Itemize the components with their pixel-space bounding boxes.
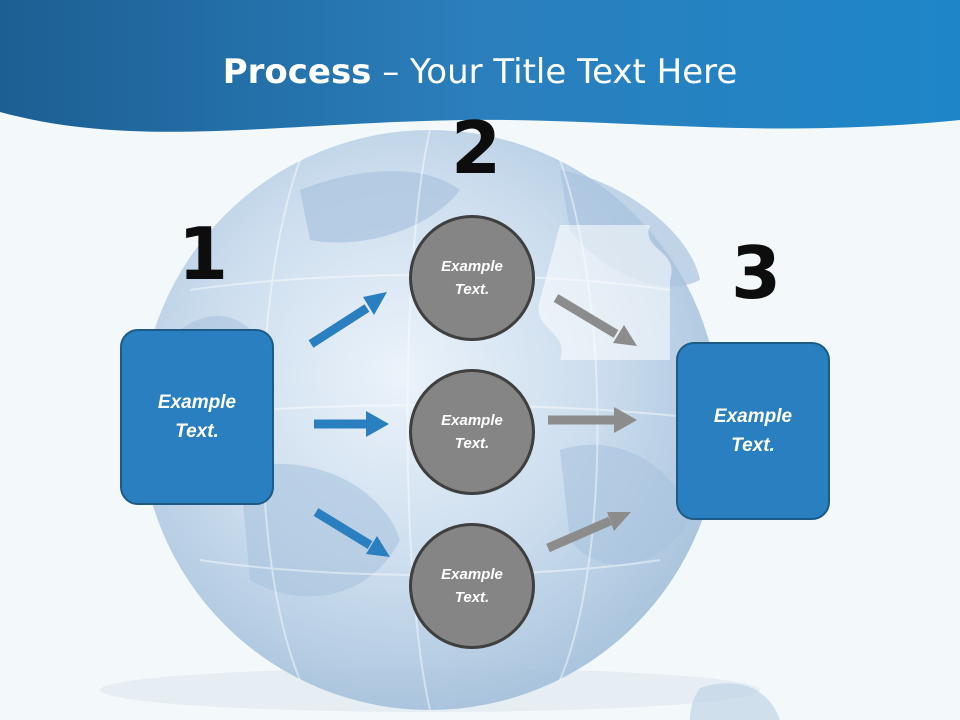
step-2-text-bottom: Example Text. (441, 566, 503, 606)
step-1-box[interactable]: Example Text. (120, 329, 274, 505)
arrow-1-to-2-top (308, 292, 387, 348)
step-2-text-top: Example Text. (441, 258, 503, 298)
arrow-2-to-3-middle (548, 407, 637, 433)
step-3-number: 3 (731, 231, 782, 315)
title-rest: – Your Title Text Here (371, 52, 738, 92)
step-1-text: Example Text. (157, 392, 237, 442)
step-2-text-middle: Example Text. (441, 412, 503, 452)
step-3-box[interactable]: Example Text. (676, 342, 830, 520)
step-1-number: 1 (178, 212, 229, 296)
header-band (0, 0, 960, 132)
arrow-2-to-3-top (553, 294, 637, 346)
step-2-number: 2 (451, 106, 502, 190)
slide-title: Process – Your Title Text Here (0, 52, 960, 92)
arrow-2-to-3-bottom (546, 512, 631, 553)
title-bold: Process (222, 52, 372, 92)
step-2-circle-bottom[interactable]: Example Text. (409, 523, 535, 649)
step-2-circle-top[interactable]: Example Text. (409, 215, 535, 341)
arrow-1-to-2-bottom (313, 508, 390, 557)
step-2-circle-middle[interactable]: Example Text. (409, 369, 535, 495)
step-3-text: Example Text. (713, 406, 793, 456)
arrow-1-to-2-middle (314, 411, 389, 437)
